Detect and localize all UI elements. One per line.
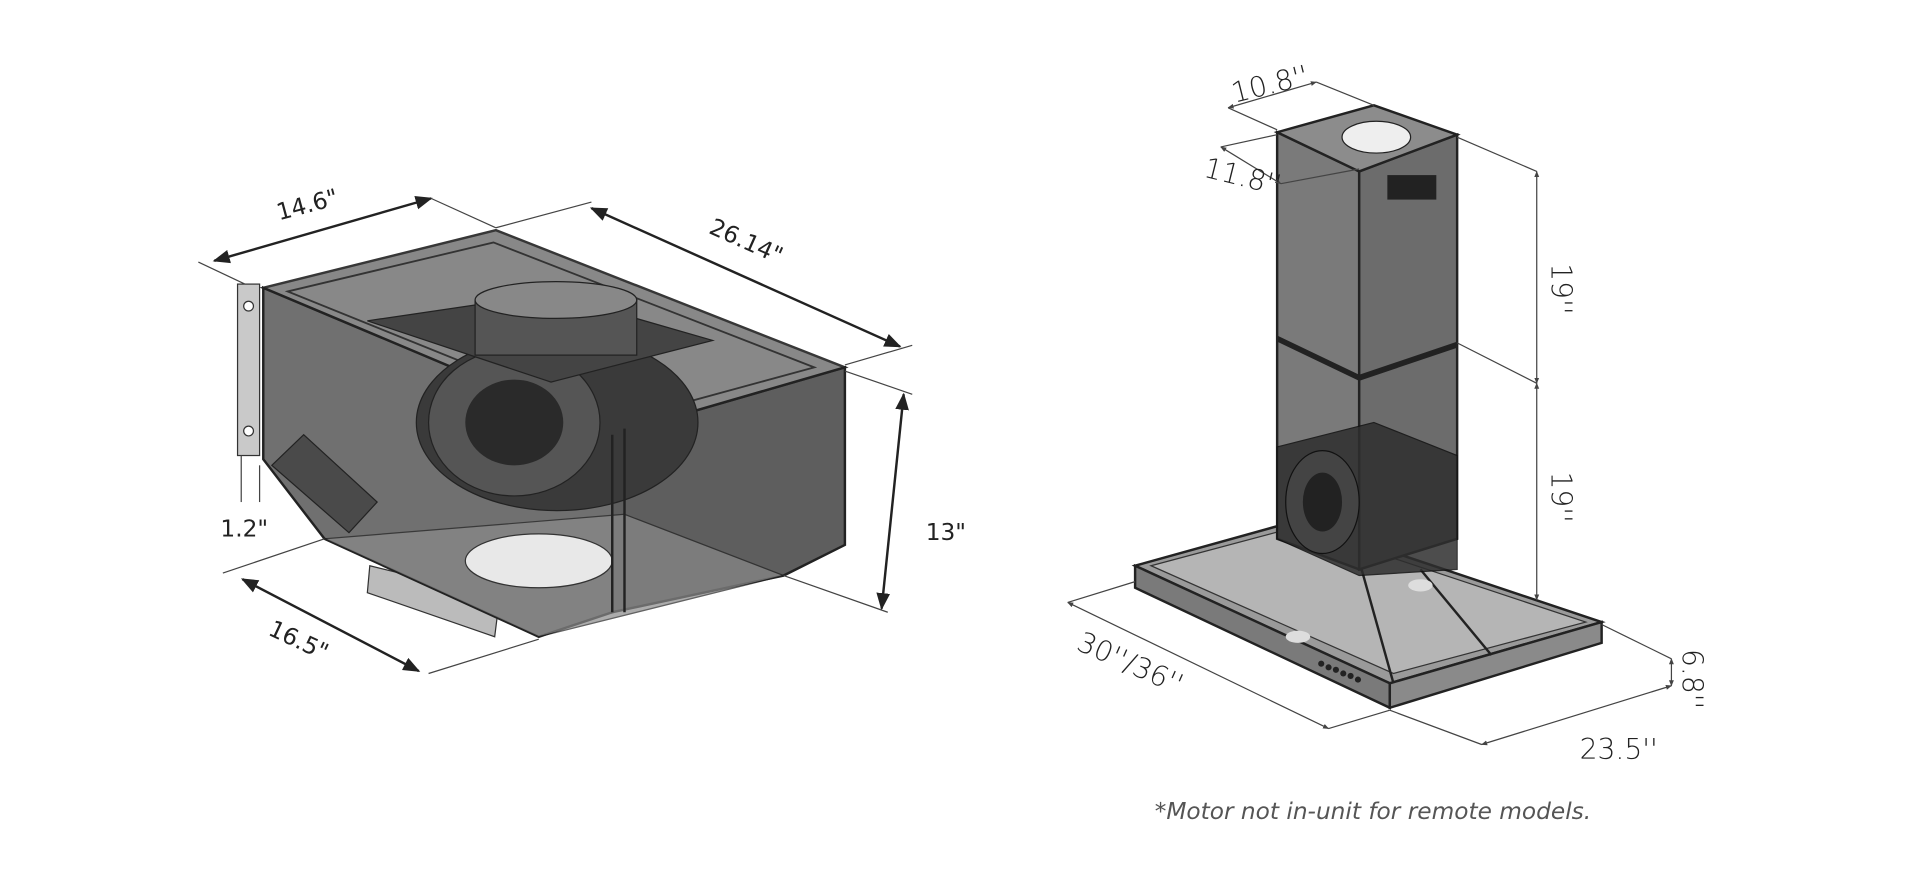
dimension-hood-depth: 23.5'' — [1580, 733, 1658, 766]
mounting-bracket — [236, 283, 261, 457]
bottom-duct-opening — [464, 533, 613, 589]
footnote: *Motor not in-unit for remote models. — [1155, 798, 1591, 825]
chimney-duct-opening — [1341, 120, 1412, 154]
dimension-height: 13" — [926, 519, 966, 546]
insert-unit-drawing — [236, 228, 849, 639]
dimension-hood-width: 30''/36'' — [1072, 625, 1188, 701]
top-duct-collar — [474, 281, 638, 319]
control-box — [270, 433, 379, 534]
right-dimension-lines — [1067, 81, 1674, 746]
dimension-offset: 1.2" — [220, 515, 268, 542]
dimension-hood-height: 6.8'' — [1675, 649, 1708, 709]
island-hood-drawing — [1131, 104, 1606, 710]
left-dimension-lines — [198, 196, 913, 675]
dimension-lower-chimney-height: 19'' — [1544, 471, 1577, 522]
dimension-width: 26.14" — [705, 213, 787, 269]
dimension-chimney-depth: 11.8'' — [1201, 151, 1285, 202]
vent-slots — [1387, 175, 1437, 200]
dimension-upper-chimney-height: 19'' — [1544, 263, 1577, 314]
dimension-depth-bottom: 16.5" — [264, 615, 332, 666]
dimension-depth-top: 14.6" — [274, 184, 341, 226]
dimension-chimney-width: 10.8'' — [1228, 59, 1312, 110]
